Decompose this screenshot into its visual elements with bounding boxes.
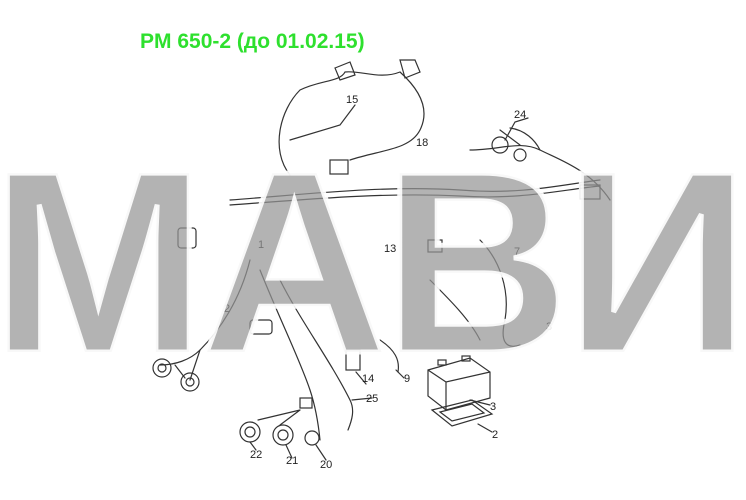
round-connector-21 [272, 424, 294, 446]
callout-25: 25 [366, 393, 378, 405]
callout-2: 2 [492, 429, 498, 441]
callout-14: 14 [362, 373, 374, 385]
harness-upper-branch [399, 59, 421, 79]
callout-18: 18 [416, 137, 428, 149]
callout-24: 24 [514, 109, 526, 121]
callout-3: 3 [490, 401, 496, 413]
callout-15: 15 [346, 94, 358, 106]
battery-tray [430, 399, 494, 427]
callout-13: 13 [384, 243, 396, 255]
round-connector-22 [239, 421, 261, 443]
diagram-title: PM 650-2 (до 01.02.15) [140, 30, 365, 53]
callout-21: 21 [286, 455, 298, 467]
callout-20: 20 [320, 459, 332, 471]
connector-block [329, 159, 349, 175]
harness-trunk [229, 179, 601, 201]
harness-lower-left [159, 259, 251, 366]
harness-right [479, 239, 521, 347]
harness-upper-loop [278, 71, 425, 176]
round-connector-20 [304, 430, 320, 446]
callout-1: 1 [258, 239, 264, 251]
callout-7: 7 [514, 246, 520, 258]
callout-3b: 3 [546, 321, 552, 333]
callout-9: 9 [404, 373, 410, 385]
round-connector-24 [491, 136, 509, 154]
callout-2a: 2 [224, 303, 230, 315]
callout-22: 22 [250, 449, 262, 461]
